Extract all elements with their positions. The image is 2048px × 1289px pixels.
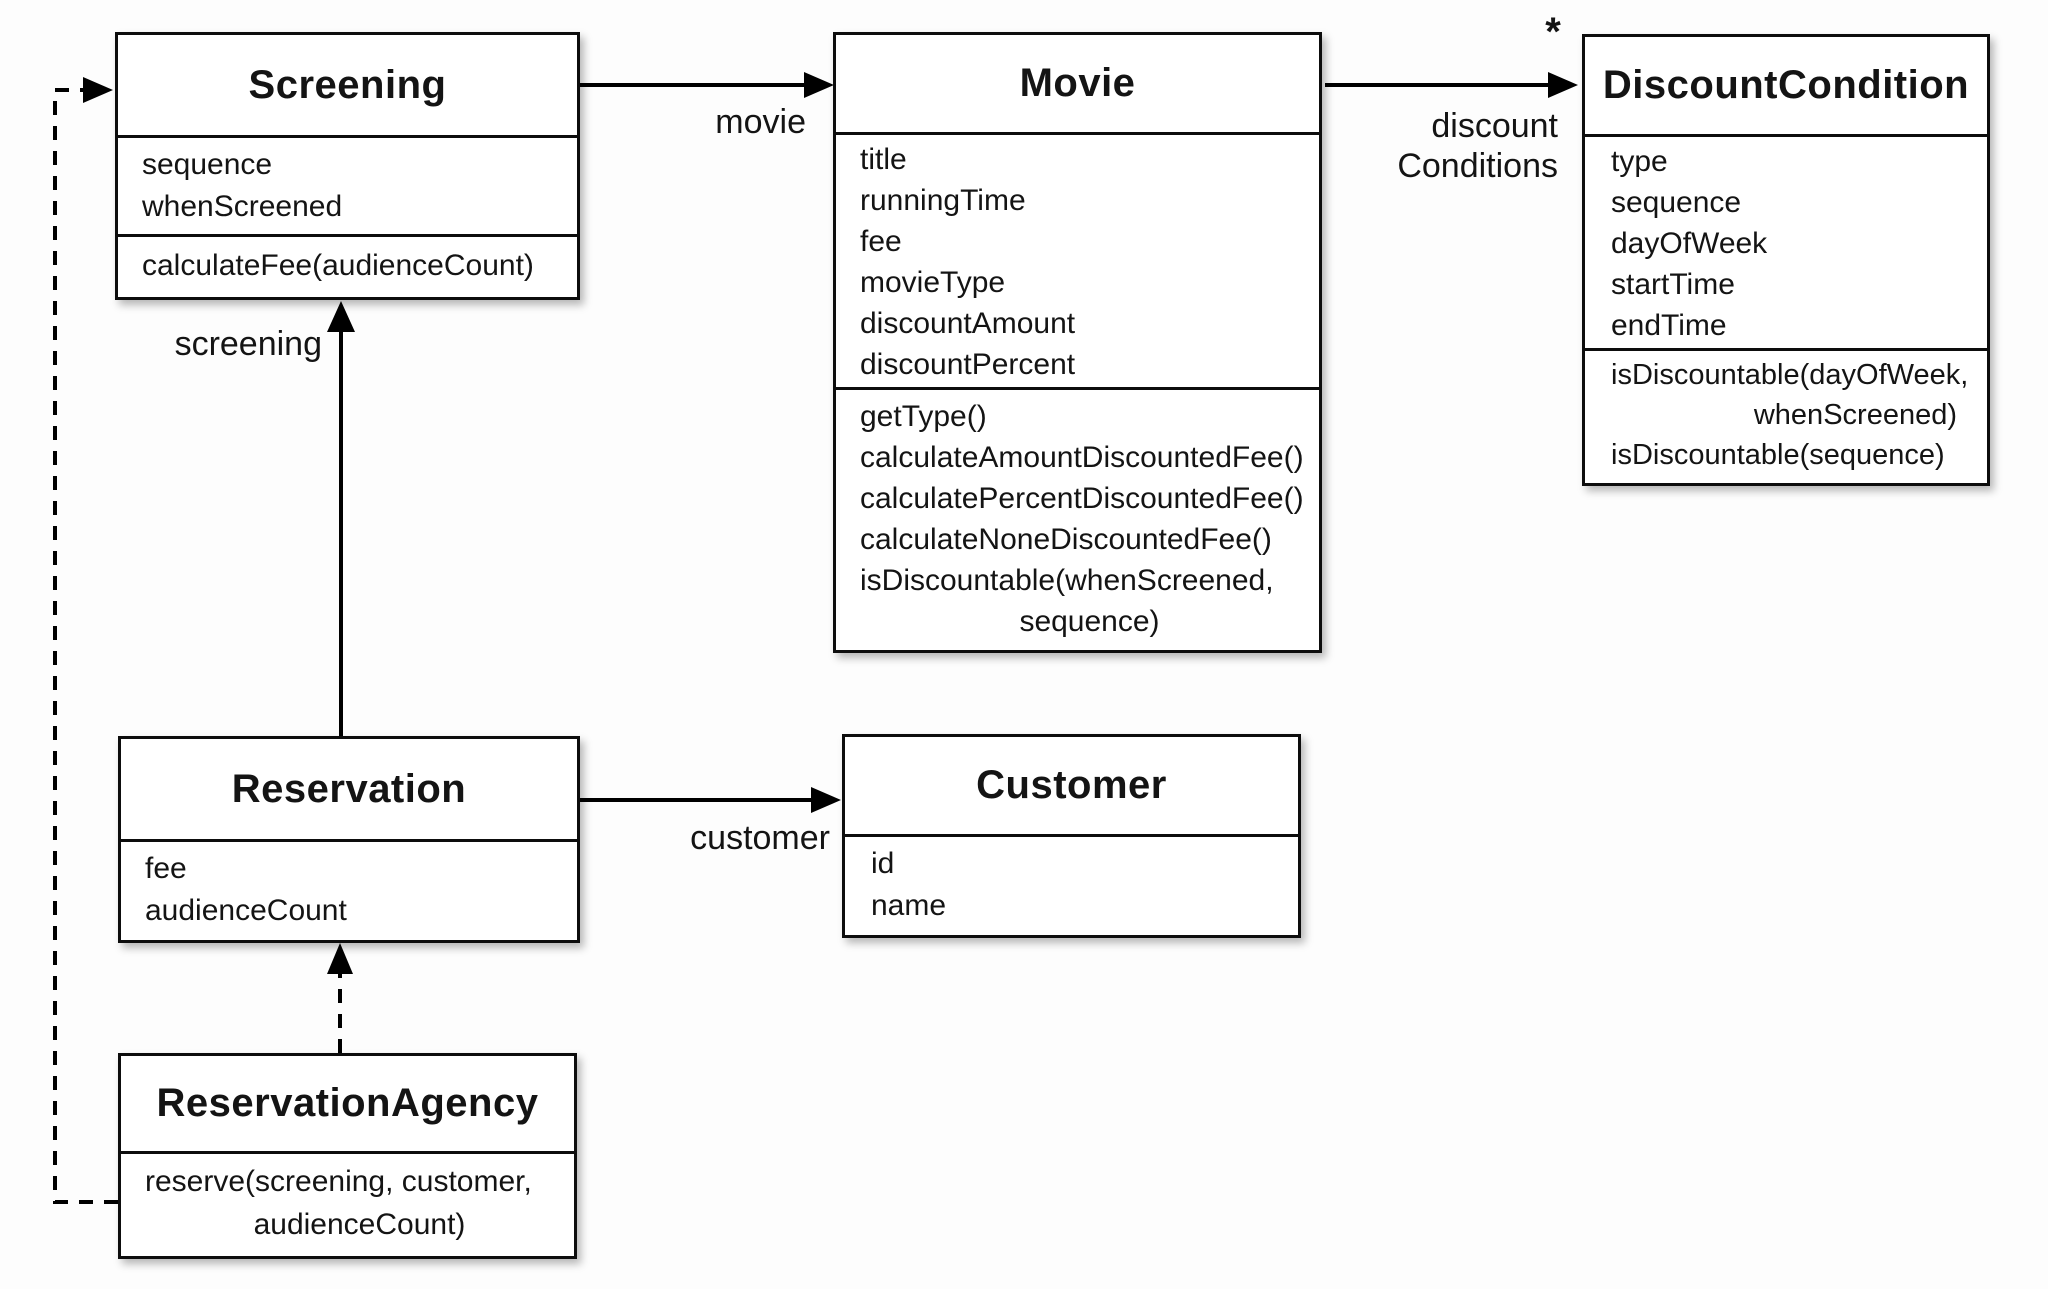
method: calculatePercentDiscountedFee() [860,482,1304,515]
arrowhead-right-icon [804,72,834,98]
method-continuation: audienceCount) [253,1208,466,1241]
method-continuation: sequence) [1019,605,1160,638]
method: calculateFee(audienceCount) [142,249,534,282]
attribute: fee [145,852,187,885]
attribute: startTime [1611,268,1735,301]
class-customer-attributes: id name [845,834,1298,935]
label-discount-line1: discount [1431,107,1558,145]
association-reservation-customer [580,787,841,813]
attribute: sequence [1611,186,1742,219]
method: reserve(screening, customer, [145,1165,532,1198]
association-screening-movie [580,72,834,98]
arrowhead-up-icon [327,943,353,974]
class-screening-attributes: sequence whenScreened [118,135,577,234]
class-movie: Movie title runningTime fee movieType di… [833,32,1322,653]
attribute: name [871,889,947,922]
method: isDiscountable(sequence) [1611,439,1945,471]
arrowhead-up-icon [327,301,355,332]
class-screening-methods: calculateFee(audienceCount) [118,234,577,297]
attribute: title [860,143,907,176]
attribute: discountPercent [860,348,1076,381]
class-customer-title: Customer [976,763,1167,807]
class-movie-methods: getType() calculateAmountDiscountedFee()… [836,387,1319,650]
class-discountcondition-attributes: type sequence dayOfWeek startTime endTim… [1585,134,1987,348]
dependency-agency-reservation [327,943,353,1053]
association-movie-discountcondition [1325,72,1578,98]
label-multiplicity-many: * [1545,10,1561,54]
attribute: dayOfWeek [1611,227,1768,260]
attribute: endTime [1611,309,1727,342]
label-movie-association: movie [715,103,806,141]
arrowhead-right-icon [1548,72,1578,98]
class-reservation: Reservation fee audienceCount [118,736,580,943]
association-reservation-screening [327,301,355,737]
attribute: runningTime [860,184,1026,217]
class-reservation-attributes: fee audienceCount [121,839,577,940]
arrowhead-right-icon [83,77,113,103]
attribute: discountAmount [860,307,1076,340]
attribute: type [1611,145,1668,178]
method: calculateAmountDiscountedFee() [860,441,1304,474]
arrowhead-right-icon [811,787,841,813]
class-reservationagency-title: ReservationAgency [156,1081,539,1125]
class-reservationagency: ReservationAgency reserve(screening, cus… [118,1053,577,1259]
attribute: sequence [142,148,273,181]
label-discount-line2: Conditions [1397,147,1558,185]
attribute: id [871,847,895,880]
label-customer-association: customer [690,819,830,857]
method: calculateNoneDiscountedFee() [860,523,1272,556]
class-customer: Customer id name [842,734,1301,938]
class-movie-attributes: title runningTime fee movieType discount… [836,132,1319,387]
class-reservation-title: Reservation [231,766,467,811]
class-screening: Screening sequence whenScreened calculat… [115,32,580,300]
class-reservationagency-methods: reserve(screening, customer, audienceCou… [121,1151,574,1256]
class-discountcondition: DiscountCondition type sequence dayOfWee… [1582,34,1990,486]
dependency-agency-screening [53,77,118,1204]
class-discountcondition-title: DiscountCondition [1602,63,1970,107]
method: isDiscountable(whenScreened, [860,564,1274,597]
label-screening-association: screening [174,325,322,363]
class-movie-title: Movie [1019,61,1136,105]
method-continuation: whenScreened) [1753,399,1957,431]
attribute: audienceCount [145,894,347,927]
attribute: fee [860,225,902,258]
attribute: movieType [860,266,1006,299]
class-discountcondition-methods: isDiscountable(dayOfWeek, whenScreened) … [1585,348,1987,483]
label-discountconditions-association: discount Conditions [1340,106,1558,186]
class-screening-title: Screening [248,62,447,107]
method: isDiscountable(dayOfWeek, [1611,359,1969,391]
method: getType() [860,400,987,433]
attribute: whenScreened [142,190,343,223]
